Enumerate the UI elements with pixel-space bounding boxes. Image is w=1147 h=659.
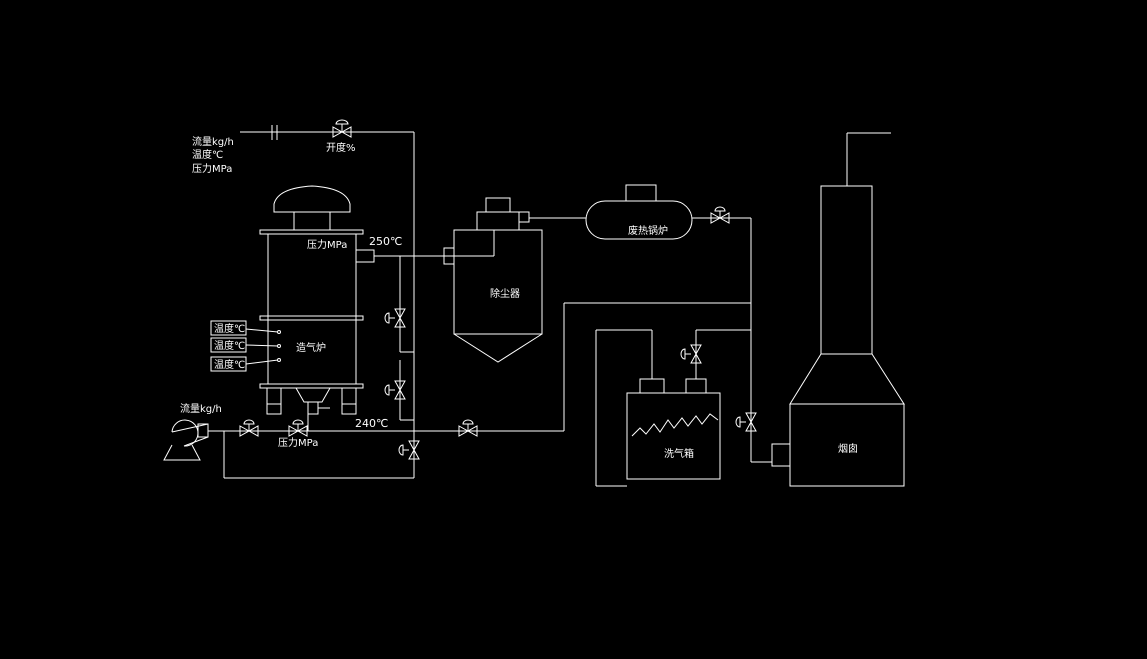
temp-250-label: 250℃ (369, 235, 402, 248)
air-valve-1[interactable] (239, 419, 259, 437)
scrubber-label: 洗气箱 (664, 447, 694, 460)
top-pressure-label: 压力MPa (192, 162, 232, 175)
top-flow-label: 流量kg/h (192, 135, 234, 148)
chimney (771, 132, 905, 487)
scrubber (626, 378, 721, 480)
dust-collector (443, 197, 543, 363)
scrubber-inlet-line (595, 329, 653, 487)
waste-heat-boiler (585, 184, 693, 240)
air-valve-2[interactable] (288, 419, 308, 437)
opening-label: 开度% (326, 141, 356, 154)
zone-temp-1: 温度℃ (214, 322, 245, 335)
drain-valve[interactable] (398, 440, 420, 460)
reactor-pressure-label: 压力MPa (307, 238, 347, 251)
zone-temp-box-1: 温度℃ (210, 320, 247, 336)
top-temp-label: 温度℃ (192, 148, 223, 161)
bottom-pressure-label: 压力MPa (278, 436, 318, 449)
blower-flow-label: 流量kg/h (180, 402, 222, 415)
waste-heat-boiler-label: 废热锅炉 (628, 224, 668, 237)
dust-collector-label: 除尘器 (490, 287, 520, 300)
top-air-line (240, 125, 415, 420)
scrubber-outlet-valve[interactable] (680, 344, 702, 364)
scrubber-outlet-line (695, 329, 751, 379)
zone-temp-3: 温度℃ (214, 358, 245, 371)
gasifier-label: 造气炉 (296, 341, 326, 354)
air-inlet-line (208, 414, 354, 432)
zone-temp-2: 温度℃ (214, 339, 245, 352)
boiler-outlet-valve[interactable] (710, 206, 730, 224)
chimney-inlet-valve[interactable] (735, 412, 757, 432)
zone-temp-box-2: 温度℃ (210, 337, 247, 353)
zone-temp-box-3: 温度℃ (210, 356, 247, 372)
boiler-outlet-line (692, 217, 772, 463)
gasifier (245, 185, 375, 415)
bypass-valve-lower[interactable] (384, 380, 406, 400)
return-line-valve[interactable] (458, 419, 478, 437)
temp-240-label: 240℃ (355, 417, 388, 430)
blower (163, 419, 209, 461)
bypass-valve-upper[interactable] (384, 308, 406, 328)
top-control-valve[interactable] (332, 119, 352, 138)
chimney-label: 烟囱 (838, 442, 858, 455)
